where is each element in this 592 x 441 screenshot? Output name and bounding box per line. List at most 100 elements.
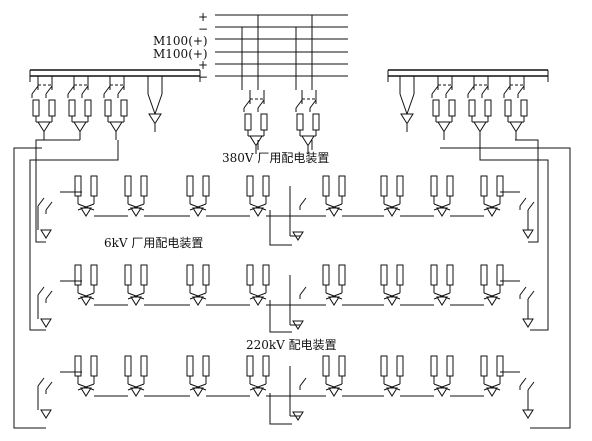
diode-symbol bbox=[249, 135, 263, 147]
fuse-symbol bbox=[246, 175, 254, 197]
wire bbox=[519, 197, 527, 207]
fuse-symbol bbox=[120, 99, 128, 117]
diode-symbol bbox=[40, 229, 52, 239]
bus-label-plus-1: + bbox=[198, 10, 208, 24]
diode-symbol bbox=[400, 113, 414, 125]
diode-symbol bbox=[328, 296, 340, 306]
fuse-symbol bbox=[140, 175, 148, 197]
fuse-symbol bbox=[68, 99, 76, 117]
wire bbox=[37, 286, 45, 296]
wire bbox=[117, 85, 125, 95]
fuse-symbol bbox=[338, 264, 346, 286]
wire bbox=[519, 377, 527, 387]
diode-symbol bbox=[301, 135, 315, 147]
diode-symbol bbox=[73, 121, 87, 133]
diode-symbol bbox=[386, 296, 398, 306]
fuse-symbol bbox=[496, 355, 504, 377]
fuse-symbol bbox=[446, 264, 454, 286]
diode-symbol bbox=[192, 207, 204, 217]
diode-symbol bbox=[486, 296, 498, 306]
wire bbox=[77, 383, 95, 391]
wire bbox=[77, 203, 95, 211]
fuse-symbol bbox=[32, 99, 40, 117]
wire bbox=[309, 99, 317, 109]
fuse-symbol bbox=[448, 99, 456, 117]
wire bbox=[483, 203, 501, 211]
wire bbox=[399, 93, 408, 115]
wire bbox=[527, 201, 535, 211]
section-label-220kv: 220kV 配电装置 bbox=[246, 338, 337, 352]
fuse-symbol bbox=[124, 355, 132, 377]
fuse-symbol bbox=[186, 175, 194, 197]
diode-symbol bbox=[436, 296, 448, 306]
fuse-symbol bbox=[496, 264, 504, 286]
main-dc-panel-left bbox=[29, 69, 201, 82]
wire bbox=[127, 383, 145, 391]
diode-symbol bbox=[486, 387, 498, 397]
fuse-symbol bbox=[260, 113, 268, 131]
trunk-wiring bbox=[13, 139, 571, 429]
fuse-symbol bbox=[430, 264, 438, 286]
diode-symbol bbox=[437, 121, 451, 133]
wire bbox=[37, 197, 45, 207]
fuse-symbol bbox=[446, 355, 454, 377]
bus-label-m100-2: M100(+) bbox=[153, 47, 208, 61]
wire bbox=[519, 286, 527, 296]
fuse-symbol bbox=[84, 99, 92, 117]
fuse-symbol bbox=[322, 355, 330, 377]
wire bbox=[257, 99, 265, 109]
diode-symbol bbox=[80, 207, 92, 217]
bus-label-minus-2: − bbox=[198, 70, 208, 84]
wire bbox=[527, 290, 535, 300]
wire bbox=[299, 286, 307, 296]
section-label-380v: 380V 厂用配电装置 bbox=[222, 151, 329, 165]
diode-symbol bbox=[522, 318, 534, 328]
fuse-symbol bbox=[480, 264, 488, 286]
fuse-symbol bbox=[296, 113, 304, 131]
bus-label-plus-2: + bbox=[198, 58, 208, 72]
wire bbox=[383, 383, 401, 391]
diode-symbol bbox=[292, 231, 304, 241]
bus-label-m100-1: M100(+) bbox=[153, 34, 208, 48]
wire bbox=[527, 381, 535, 391]
fuse-symbol bbox=[496, 175, 504, 197]
diode-symbol bbox=[292, 411, 304, 421]
fuse-symbol bbox=[262, 264, 270, 286]
diode-symbol bbox=[109, 121, 123, 133]
diode-symbol bbox=[130, 207, 142, 217]
diode-symbol bbox=[436, 387, 448, 397]
diode-symbol bbox=[436, 207, 448, 217]
wire bbox=[127, 292, 145, 300]
fuse-symbol bbox=[90, 355, 98, 377]
wire bbox=[406, 93, 415, 115]
wire bbox=[383, 292, 401, 300]
wire bbox=[103, 85, 111, 95]
diode-symbol bbox=[486, 207, 498, 217]
fuse-symbol bbox=[380, 355, 388, 377]
fuse-symbol bbox=[520, 99, 528, 117]
wire bbox=[481, 85, 489, 95]
wire bbox=[433, 292, 451, 300]
bus-label-minus-1: − bbox=[198, 22, 208, 36]
fuse-symbol bbox=[140, 264, 148, 286]
diode-symbol bbox=[130, 296, 142, 306]
fuse-symbol bbox=[396, 175, 404, 197]
fuse-symbol bbox=[396, 355, 404, 377]
wire bbox=[483, 292, 501, 300]
wire bbox=[249, 203, 267, 211]
wire bbox=[483, 383, 501, 391]
wire bbox=[431, 85, 439, 95]
diode-symbol bbox=[386, 387, 398, 397]
diode-symbol bbox=[130, 387, 142, 397]
diode-symbol bbox=[328, 207, 340, 217]
wire bbox=[299, 377, 307, 387]
wire bbox=[299, 197, 307, 207]
wire bbox=[45, 290, 53, 300]
feeder-symbols bbox=[31, 76, 535, 421]
wire bbox=[243, 99, 251, 109]
fuse-symbol bbox=[484, 99, 492, 117]
fuse-symbol bbox=[338, 175, 346, 197]
diode-symbol bbox=[522, 409, 534, 419]
fuse-symbol bbox=[430, 175, 438, 197]
diode-symbol bbox=[328, 387, 340, 397]
